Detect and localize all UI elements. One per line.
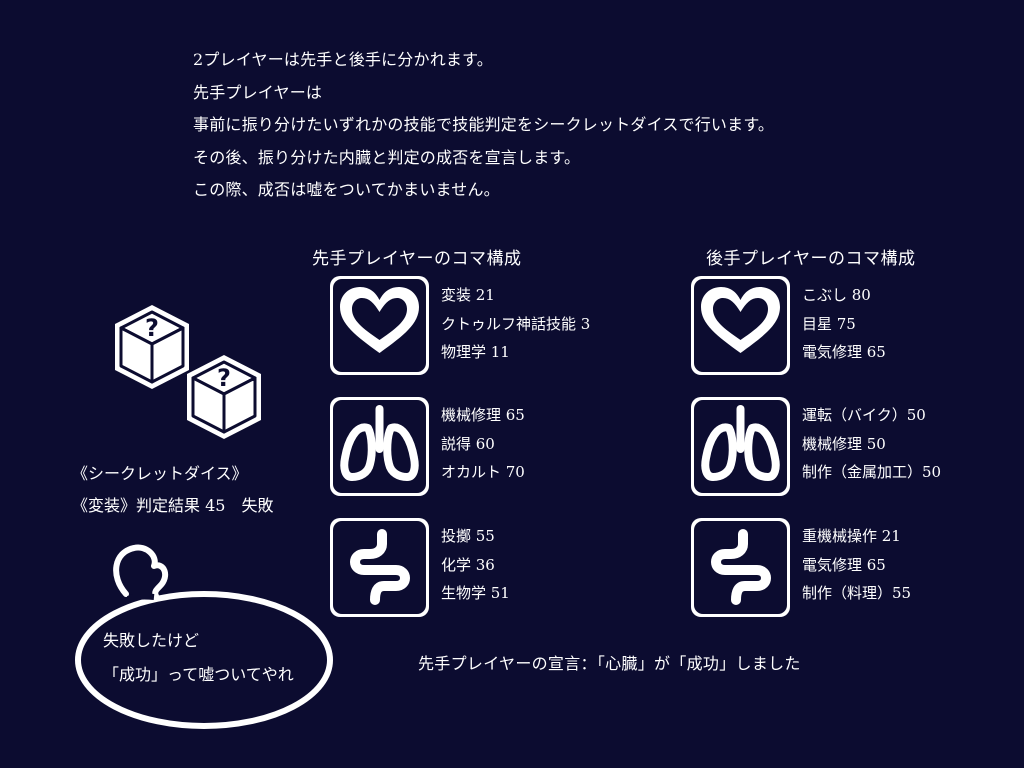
skill-entry: オカルト 70 [441, 463, 525, 481]
skill-entry: 運転（バイク）50 [802, 406, 926, 424]
skill-entry: 電気修理 65 [802, 343, 886, 361]
second-player-title: 後手プレイヤーのコマ構成 [706, 249, 916, 269]
dice-icon: ? [187, 355, 261, 439]
skill-entry: 制作（金属加工）50 [802, 463, 942, 481]
first-intestine-skills: 投擲 55 化学 36 生物学 51 [441, 522, 510, 608]
skill-entry: クトゥルフ神話技能 3 [441, 314, 591, 333]
second-lungs-skills: 運転（バイク）50 機械修理 50 制作（金属加工）50 [802, 401, 941, 487]
dice-icon: ? [115, 305, 189, 389]
skill-entry: 制作（料理）55 [802, 584, 912, 602]
heart-icon[interactable] [330, 276, 429, 375]
first-player-declaration: 先手プレイヤーの宣言：「心臓」が「成功」しました [418, 654, 801, 673]
intestine-icon[interactable] [330, 518, 429, 617]
first-heart-skills: 変装 21 クトゥルフ神話技能 3 物理学 11 [441, 281, 590, 367]
rules-line: その後、振り分けた内臓と判定の成否を宣言します。 [193, 147, 581, 167]
svg-text:?: ? [217, 364, 231, 392]
skill-entry: 目星 75 [802, 314, 856, 333]
skill-entry: こぶし 80 [802, 286, 871, 304]
speech-bubble-text: 失敗したけど 「成功」って嘘ついてやれ [103, 624, 294, 692]
rules-line: この際、成否は嘘をついてかまいません。 [193, 180, 500, 199]
rules-line: 先手プレイヤーは [193, 82, 323, 102]
speech-bubble-line: 「成功」って嘘ついてやれ [103, 665, 294, 684]
skill-entry: 説得 60 [441, 434, 495, 453]
skill-entry: 電気修理 65 [802, 555, 886, 574]
first-player-title: 先手プレイヤーのコマ構成 [312, 249, 522, 269]
skill-entry: 投擲 55 [441, 527, 495, 545]
rules-line: 事前に振り分けたいずれかの技能で技能判定をシークレットダイスで行います。 [193, 115, 775, 134]
first-lungs-skills: 機械修理 65 説得 60 オカルト 70 [441, 401, 525, 487]
skill-entry: 重機械操作 21 [802, 527, 901, 545]
lungs-icon[interactable] [330, 397, 429, 496]
secret-dice-icon: ? ? [115, 305, 261, 439]
skill-entry: 機械修理 50 [802, 434, 886, 453]
heart-icon[interactable] [691, 276, 790, 375]
secret-dice-label: 《シークレットダイス》 [72, 464, 248, 483]
rules-line: 2プレイヤーは先手と後手に分かれます。 [193, 50, 493, 69]
skill-entry: 機械修理 65 [441, 406, 525, 424]
speech-bubble-line: 失敗したけど [103, 631, 200, 650]
rules-text: 2プレイヤーは先手と後手に分かれます。 先手プレイヤーは 事前に振り分けたいずれ… [193, 44, 774, 207]
skill-entry: 生物学 51 [441, 584, 510, 602]
second-intestine-skills: 重機械操作 21 電気修理 65 制作（料理）55 [802, 522, 911, 608]
skill-entry: 変装 21 [441, 286, 495, 304]
intestine-icon[interactable] [691, 518, 790, 617]
lungs-icon[interactable] [691, 397, 790, 496]
second-heart-skills: こぶし 80 目星 75 電気修理 65 [802, 281, 886, 367]
svg-text:?: ? [145, 314, 159, 342]
skill-entry: 化学 36 [441, 555, 495, 574]
skill-entry: 物理学 11 [441, 343, 510, 361]
speech-bubble [75, 544, 333, 729]
secret-dice-result: 《変装》判定結果 45 失敗 [72, 496, 274, 515]
